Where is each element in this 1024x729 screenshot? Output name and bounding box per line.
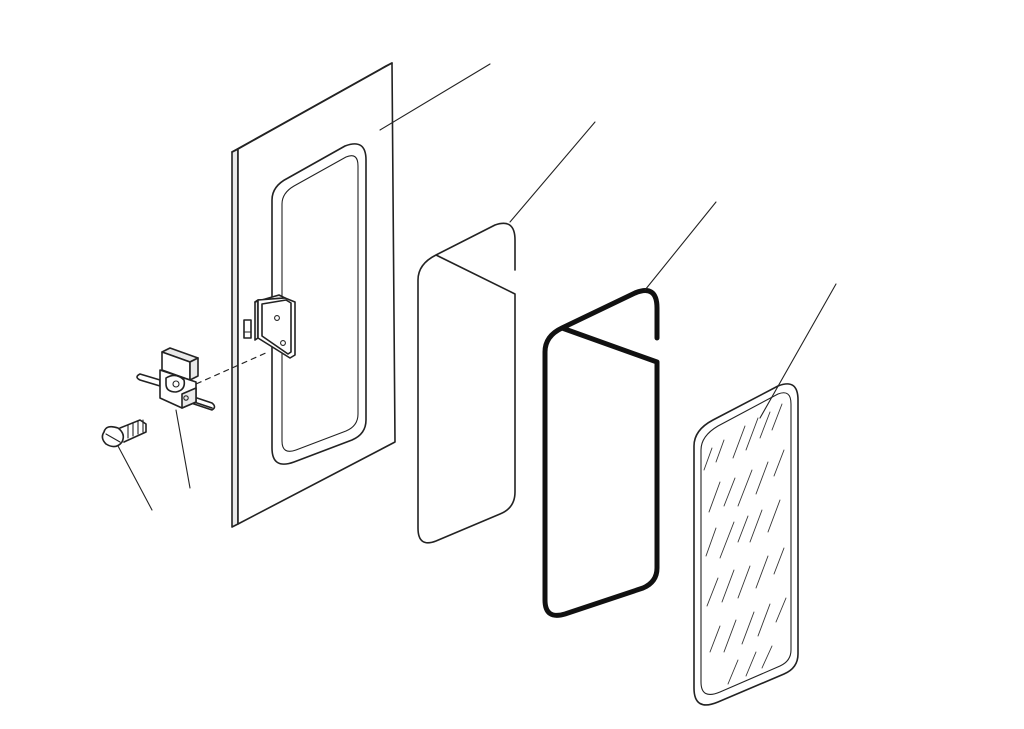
rubber-seal [542, 288, 660, 618]
leader-inner-gasket [509, 121, 596, 223]
inner-gasket [417, 222, 516, 544]
hinge-plate [254, 294, 296, 359]
leader-latch [175, 409, 191, 489]
glass-hatching [703, 403, 787, 685]
door-panel-edge [231, 148, 239, 528]
door-window-opening [271, 143, 367, 465]
leader-lines [117, 63, 837, 511]
door-window-opening-inner [281, 155, 359, 452]
window-glass [693, 383, 799, 706]
door-lock-slot [243, 319, 252, 339]
door-panel-face [237, 62, 396, 525]
leader-rubber-seal [644, 201, 717, 291]
door-panel [231, 62, 396, 528]
leader-screw [117, 445, 153, 511]
latch-assembly [136, 347, 216, 411]
leader-door-panel [379, 63, 491, 131]
leader-window-glass [759, 283, 837, 419]
screw [101, 419, 147, 448]
assembly-line [195, 351, 269, 385]
